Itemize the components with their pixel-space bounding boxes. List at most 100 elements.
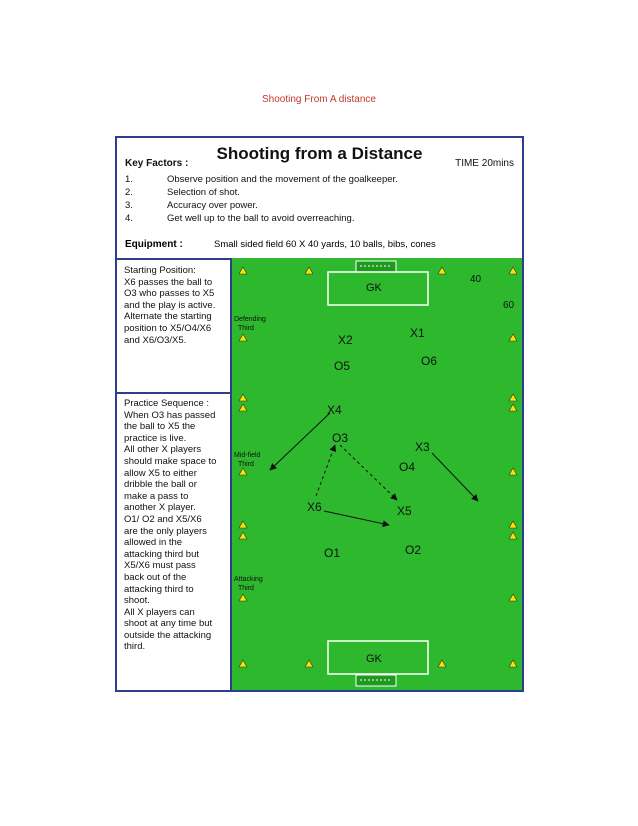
session-title: Shooting from a Distance bbox=[216, 144, 423, 163]
cone-icon bbox=[238, 403, 248, 412]
gk-bottom-label: GK bbox=[366, 653, 383, 665]
key-factor-number: 4. bbox=[125, 213, 133, 224]
cone-icon bbox=[238, 333, 248, 342]
text-line: are the only players bbox=[124, 525, 207, 537]
text-line: O1/ O2 and X5/X6 bbox=[124, 513, 202, 525]
key-factor-text: Accuracy over power. bbox=[167, 200, 258, 211]
text-line: X6 passes the ball to bbox=[124, 276, 213, 288]
text-line: All X players can bbox=[124, 606, 195, 618]
session-sheet: Shooting from a Distance TIME 20mins Key… bbox=[115, 136, 524, 692]
cone-icon bbox=[437, 266, 447, 275]
dimension-width: 40 bbox=[470, 274, 482, 285]
instructions-column: Starting Position: X6 passes the ball to… bbox=[117, 258, 232, 690]
key-factor: 2. Selection of shot. bbox=[125, 187, 398, 200]
text-line: attacking third but bbox=[124, 548, 199, 560]
player-o5: O5 bbox=[334, 359, 350, 373]
dimension-length: 60 bbox=[503, 300, 515, 311]
goal-area-bottom bbox=[327, 640, 429, 675]
text-line: make a pass to bbox=[124, 490, 189, 502]
cone-icon bbox=[508, 531, 518, 540]
run-arrow-x6 bbox=[323, 510, 390, 528]
pitch bbox=[232, 258, 522, 690]
key-factor-number: 2. bbox=[125, 187, 133, 198]
gk-top-label: GK bbox=[366, 282, 383, 294]
cone-icon bbox=[304, 266, 314, 275]
cone-icon bbox=[508, 393, 518, 402]
starting-position-box: Starting Position: X6 passes the ball to… bbox=[117, 258, 230, 394]
text-line: and X6/O3/X5. bbox=[124, 334, 187, 346]
player-x2: X2 bbox=[338, 333, 353, 347]
key-factor: 3. Accuracy over power. bbox=[125, 200, 398, 213]
player-x1: X1 bbox=[410, 326, 425, 340]
player-o2: O2 bbox=[405, 543, 421, 557]
player-o1: O1 bbox=[324, 546, 340, 560]
text-line: shoot at any time but bbox=[124, 618, 213, 630]
text-line: practice is live. bbox=[124, 432, 187, 444]
cones-group bbox=[238, 266, 518, 668]
text-line: dribble the ball or bbox=[124, 479, 197, 491]
session-time: TIME 20mins bbox=[455, 158, 514, 169]
text-line: shoot. bbox=[124, 595, 150, 607]
text-line: allowed in the bbox=[124, 537, 183, 549]
text-line: X5/X6 must pass bbox=[124, 560, 196, 572]
cone-icon bbox=[508, 593, 518, 602]
key-factors-list: 1. Observe position and the movement of t… bbox=[125, 174, 398, 226]
text-line: position to X5/O4/X6 bbox=[124, 322, 212, 334]
key-factor-text: Get well up to the ball to avoid overrea… bbox=[167, 213, 355, 224]
text-line: outside the attacking bbox=[124, 629, 212, 641]
cone-icon bbox=[437, 659, 447, 668]
text-line: attacking third to bbox=[124, 583, 194, 595]
pass-arrow-o3-x5 bbox=[339, 444, 398, 501]
equipment-text: Small sided field 60 X 40 yards, 10 ball… bbox=[214, 239, 436, 250]
text-line: Starting Position: bbox=[124, 265, 196, 276]
cone-icon bbox=[508, 266, 518, 275]
cone-icon bbox=[238, 593, 248, 602]
text-line: When O3 has passed bbox=[124, 409, 216, 421]
cone-icon bbox=[508, 403, 518, 412]
text-line: allow X5 to either bbox=[124, 467, 197, 479]
equipment-title: Equipment : bbox=[125, 239, 183, 250]
key-factor: 4. Get well up to the ball to avoid overr… bbox=[125, 213, 398, 226]
key-factor-text: Observe position and the movement of the… bbox=[167, 174, 398, 185]
cone-icon bbox=[238, 531, 248, 540]
key-factors-title: Key Factors : bbox=[125, 158, 189, 169]
key-factor: 1. Observe position and the movement of t… bbox=[125, 174, 398, 187]
text-line: O3 who passes to X5 bbox=[124, 288, 215, 300]
run-arrow-x3 bbox=[431, 452, 479, 502]
cone-icon bbox=[508, 520, 518, 529]
starting-position-text: Starting Position: X6 passes the ball to… bbox=[124, 265, 228, 346]
key-factor-number: 1. bbox=[125, 174, 133, 185]
text-line: the ball to X5 the bbox=[124, 421, 196, 433]
cone-icon bbox=[238, 520, 248, 529]
text-line: and the play is active. bbox=[124, 299, 216, 311]
text-line: Alternate the starting bbox=[124, 311, 212, 323]
key-factor-text: Selection of shot. bbox=[167, 187, 240, 198]
cone-icon bbox=[238, 393, 248, 402]
cone-icon bbox=[238, 659, 248, 668]
text-line: another X player. bbox=[124, 502, 196, 514]
text-line: back out of the bbox=[124, 571, 187, 583]
cone-icon bbox=[508, 659, 518, 668]
cone-icon bbox=[508, 467, 518, 476]
text-line: should make space to bbox=[124, 455, 217, 467]
player-o6: O6 bbox=[421, 354, 437, 368]
cone-icon bbox=[238, 266, 248, 275]
header-section: Shooting from a Distance TIME 20mins Key… bbox=[117, 138, 522, 260]
player-x6: X6 bbox=[307, 500, 322, 514]
cone-icon bbox=[508, 333, 518, 342]
cone-icon bbox=[238, 467, 248, 476]
text-line: All other X players bbox=[124, 444, 202, 456]
player-x5: X5 bbox=[397, 504, 412, 518]
key-factor-number: 3. bbox=[125, 200, 133, 211]
goal-area-top bbox=[327, 271, 429, 306]
practice-sequence-text: Practice Sequence : When O3 has passed t… bbox=[124, 398, 228, 653]
text-line: third. bbox=[124, 641, 146, 653]
page-heading: Shooting From A distance bbox=[262, 94, 376, 105]
cone-icon bbox=[304, 659, 314, 668]
player-o4: O4 bbox=[399, 460, 415, 474]
player-x3: X3 bbox=[415, 440, 430, 454]
player-x4: X4 bbox=[327, 403, 342, 417]
